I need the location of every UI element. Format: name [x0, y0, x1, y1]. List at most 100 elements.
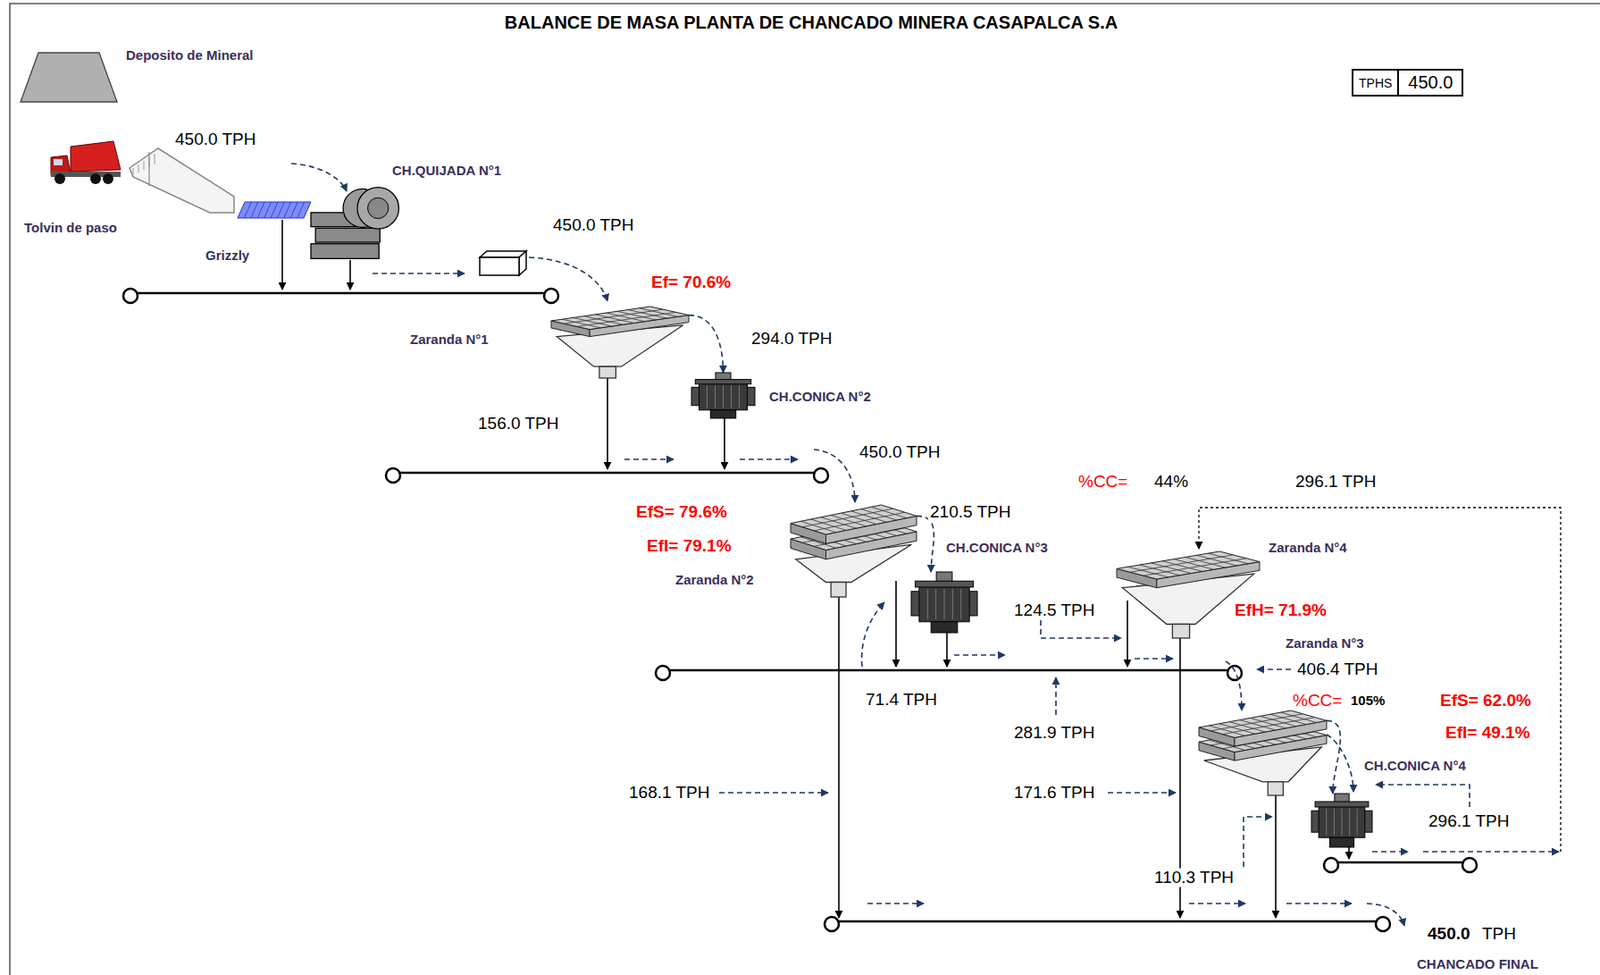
crusher-rib: [714, 385, 716, 409]
flow-rate: 296.1 TPH: [1293, 472, 1378, 492]
dashed-flow: [624, 458, 674, 461]
screen-mesh: [1185, 556, 1226, 568]
crusher-rib: [1333, 808, 1335, 836]
screen-mesh: [1143, 558, 1247, 576]
cone-crusher: CH.CONICA N°4: [1311, 793, 1373, 847]
screen-mesh: [1207, 552, 1249, 564]
tph-caption: TPHS: [1353, 70, 1399, 95]
crusher-rib: [706, 385, 708, 409]
crusher-base: [710, 410, 736, 419]
screen-mesh: [1239, 720, 1276, 730]
flow-rate: 281.9 TPH: [1012, 723, 1097, 743]
crusher-rib: [1348, 808, 1350, 836]
flow-rate: 406.4 TPH: [1295, 660, 1380, 679]
screen-mesh: [1162, 561, 1203, 572]
dashed-flow: [867, 902, 924, 905]
screen-mesh: [1281, 712, 1317, 722]
flow-rate: 44%: [1152, 472, 1190, 492]
ore-stockpile: [20, 52, 118, 102]
grizzly-bar: [290, 201, 298, 218]
frame-border: [9, 3, 1600, 975]
flow-rate: 105%: [1348, 693, 1387, 709]
grizzly-screen: Grizzly: [237, 201, 311, 218]
screen-mesh: [1249, 717, 1286, 728]
flow-rate: 156.0 TPH: [476, 414, 561, 434]
screen-deck: [1116, 551, 1260, 579]
flow-rate: 124.5 TPH: [1012, 601, 1097, 620]
screen-mesh: [617, 310, 656, 320]
conveyor-belt: [831, 920, 1383, 923]
jaw-crusher-icon: [310, 185, 403, 260]
conveyor-belt: [130, 292, 552, 295]
hopper-frame: [133, 167, 135, 176]
conveyor-pulley: [123, 288, 138, 303]
equipment-label: CH.QUIJADA N°1: [390, 163, 503, 179]
truck-wheel: [54, 173, 66, 185]
crusher-flange: [914, 580, 973, 587]
crusher-rib: [1325, 808, 1327, 836]
equipment-label: CH.CONICA N°4: [1362, 758, 1468, 774]
flow-rate: 450.0 TPH: [857, 443, 942, 462]
screen-mesh: [1139, 564, 1181, 576]
equipment-label: Zaranda N°1: [408, 332, 491, 348]
flow-rate: 450.0 TPH: [173, 130, 258, 150]
screen-mesh: [1270, 713, 1307, 724]
product-flow: [349, 259, 352, 290]
jaw-plate: [315, 227, 380, 243]
product-flow: [1126, 600, 1129, 667]
hopper-frame: [143, 160, 145, 170]
jaw-hub: [368, 197, 389, 218]
cone-crusher: CH.CONICA N°2: [691, 372, 755, 419]
flow-rate: 294.0 TPH: [749, 329, 834, 349]
vibrating-screen: Zaranda N°2: [790, 504, 917, 597]
efficiency-label: EfI= 79.1%: [645, 536, 734, 556]
efficiency-label: Ef= 70.6%: [649, 273, 733, 293]
flow-arrow: [688, 315, 724, 373]
product-flow: [1274, 795, 1277, 918]
equipment-label: Zaranda N°2: [673, 572, 756, 588]
screen-mesh: [800, 520, 836, 532]
product-flow: [895, 580, 897, 667]
weigher-box: [519, 251, 527, 276]
conveyor-pulley: [1375, 916, 1391, 931]
dashed-flow: [1375, 784, 1470, 807]
grizzly-bar: [264, 201, 272, 218]
hopper-chute: [129, 148, 235, 213]
truck-window: [53, 159, 63, 166]
grizzly-bars: [237, 201, 311, 218]
conveyor-pulley: [1323, 857, 1339, 872]
feed-hopper: Tolvin de paso: [50, 141, 235, 222]
crusher-rib: [738, 385, 740, 409]
flow-rate: 296.1 TPH: [1426, 812, 1511, 831]
weigher-box: [479, 257, 520, 276]
cone-crusher-icon: [691, 372, 755, 419]
crusher-rib: [952, 588, 954, 620]
dashed-flow: [739, 458, 798, 461]
crusher-rib: [722, 385, 724, 409]
jaw-flywheel: [357, 187, 399, 229]
crusher-base: [1329, 837, 1354, 847]
grizzly-bar: [251, 201, 259, 218]
product-flow: [723, 418, 726, 470]
dashed-flow: [1286, 902, 1352, 905]
flow-rate: 168.1 TPH: [627, 783, 712, 803]
crusher-rib: [927, 588, 929, 620]
dashed-flow: [1423, 850, 1559, 853]
dashed-flow: [1256, 668, 1291, 671]
screen-mesh: [861, 509, 897, 520]
crusher-rib: [944, 588, 946, 620]
flow-rate: 210.5 TPH: [928, 502, 1013, 522]
screen-mesh: [1197, 554, 1238, 566]
conveyor-belt: [1331, 861, 1470, 864]
dashed-flow: [1040, 619, 1122, 638]
screen-mesh: [561, 318, 601, 328]
grizzly-bar: [257, 201, 265, 218]
crusher-body: [1318, 802, 1366, 838]
efficiency-label: EfH= 71.9%: [1232, 601, 1329, 620]
efficiency-label: EfI= 49.1%: [1443, 723, 1533, 743]
dashed-flow: [1243, 816, 1273, 867]
hopper-frame: [154, 153, 156, 165]
product-flow: [837, 596, 840, 918]
dashed-flow: [1372, 850, 1408, 853]
screen-deck: [790, 504, 917, 535]
